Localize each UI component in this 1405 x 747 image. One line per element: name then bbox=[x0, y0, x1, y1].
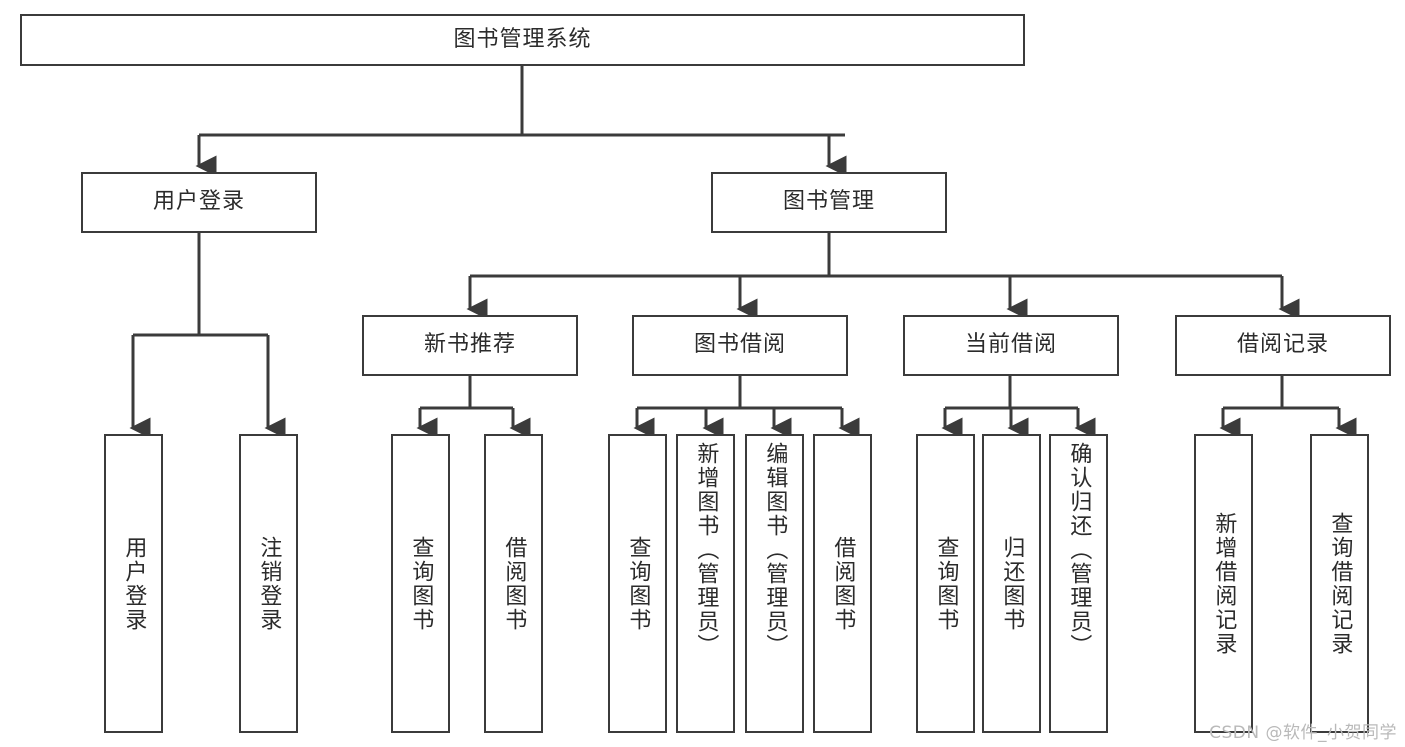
node-leaf-query-book-borrow-label: 查询图书 bbox=[625, 535, 651, 632]
node-leaf-edit-book-admin-label: 编辑图书（管理员） bbox=[762, 442, 788, 658]
node-leaf-query-book-current-label: 查询图书 bbox=[933, 535, 959, 632]
node-leaf-add-book-admin[interactable]: 新增图书（管理员） bbox=[676, 434, 735, 733]
node-book-borrow[interactable]: 图书借阅 bbox=[632, 315, 848, 376]
node-leaf-confirm-return-admin-label: 确认归还（管理员） bbox=[1066, 442, 1092, 658]
node-root-book-management-system[interactable]: 图书管理系统 bbox=[20, 14, 1025, 66]
node-leaf-user-login[interactable]: 用户登录 bbox=[104, 434, 163, 733]
node-leaf-query-borrow-record[interactable]: 查询借阅记录 bbox=[1310, 434, 1369, 733]
node-leaf-add-book-admin-label: 新增图书（管理员） bbox=[693, 442, 719, 658]
node-current-borrow-label: 当前借阅 bbox=[964, 332, 1057, 358]
node-borrow-record-label: 借阅记录 bbox=[1236, 332, 1329, 358]
node-leaf-query-book-new[interactable]: 查询图书 bbox=[391, 434, 450, 733]
node-leaf-return-book[interactable]: 归还图书 bbox=[982, 434, 1041, 733]
node-leaf-borrow-book-borrow[interactable]: 借阅图书 bbox=[813, 434, 872, 733]
node-book-management-label: 图书管理 bbox=[782, 189, 875, 215]
node-leaf-user-login-label: 用户登录 bbox=[121, 535, 147, 632]
node-leaf-borrow-book-borrow-label: 借阅图书 bbox=[830, 535, 856, 632]
node-leaf-query-book-current[interactable]: 查询图书 bbox=[916, 434, 975, 733]
node-root-label: 图书管理系统 bbox=[453, 26, 592, 52]
node-leaf-add-borrow-record-label: 新增借阅记录 bbox=[1211, 511, 1237, 656]
node-leaf-confirm-return-admin[interactable]: 确认归还（管理员） bbox=[1049, 434, 1108, 733]
node-leaf-query-book-new-label: 查询图书 bbox=[408, 535, 434, 632]
node-borrow-record[interactable]: 借阅记录 bbox=[1175, 315, 1391, 376]
node-new-book-recommend-label: 新书推荐 bbox=[423, 332, 516, 358]
node-leaf-query-book-borrow[interactable]: 查询图书 bbox=[608, 434, 667, 733]
node-current-borrow[interactable]: 当前借阅 bbox=[903, 315, 1119, 376]
node-leaf-logout[interactable]: 注销登录 bbox=[239, 434, 298, 733]
node-book-borrow-label: 图书借阅 bbox=[693, 332, 786, 358]
node-user-login[interactable]: 用户登录 bbox=[81, 172, 317, 233]
node-leaf-add-borrow-record[interactable]: 新增借阅记录 bbox=[1194, 434, 1253, 733]
node-leaf-query-borrow-record-label: 查询借阅记录 bbox=[1327, 511, 1353, 656]
node-user-login-label: 用户登录 bbox=[152, 189, 245, 215]
node-leaf-edit-book-admin[interactable]: 编辑图书（管理员） bbox=[745, 434, 804, 733]
node-book-management[interactable]: 图书管理 bbox=[711, 172, 947, 233]
node-leaf-logout-label: 注销登录 bbox=[256, 535, 282, 632]
node-leaf-return-book-label: 归还图书 bbox=[999, 535, 1025, 632]
csdn-watermark: CSDN @软件_小贺同学 bbox=[1209, 723, 1397, 743]
node-leaf-borrow-book-new-label: 借阅图书 bbox=[501, 535, 527, 632]
node-leaf-borrow-book-new[interactable]: 借阅图书 bbox=[484, 434, 543, 733]
node-new-book-recommend[interactable]: 新书推荐 bbox=[362, 315, 578, 376]
